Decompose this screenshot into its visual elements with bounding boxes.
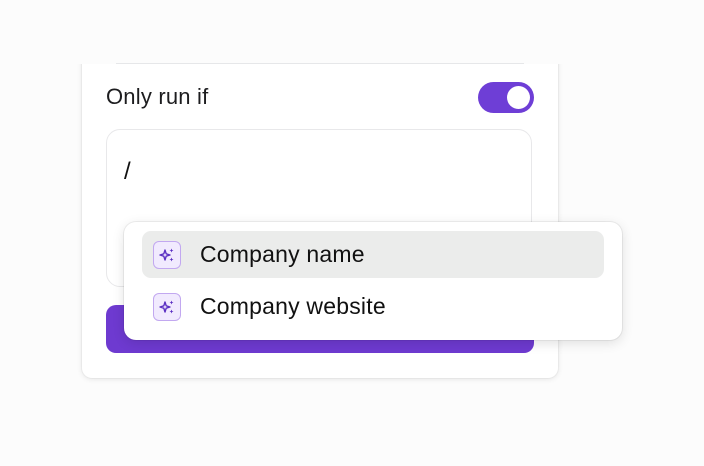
overlay-top: [0, 0, 704, 64]
option-company-name[interactable]: Company name: [142, 231, 604, 278]
option-label: Company website: [200, 293, 386, 319]
variable-suggestion-dropdown: Company name Company website: [124, 222, 622, 340]
only-run-if-label: Only run if: [106, 84, 209, 109]
only-run-if-toggle[interactable]: [478, 82, 534, 113]
condition-input-value: /: [124, 158, 131, 185]
sparkles-icon: [153, 292, 181, 321]
sparkles-icon: [153, 240, 181, 269]
option-company-website[interactable]: Company website: [142, 283, 604, 330]
toggle-knob: [507, 86, 530, 109]
section-divider: [116, 63, 524, 64]
option-label: Company name: [200, 241, 365, 267]
